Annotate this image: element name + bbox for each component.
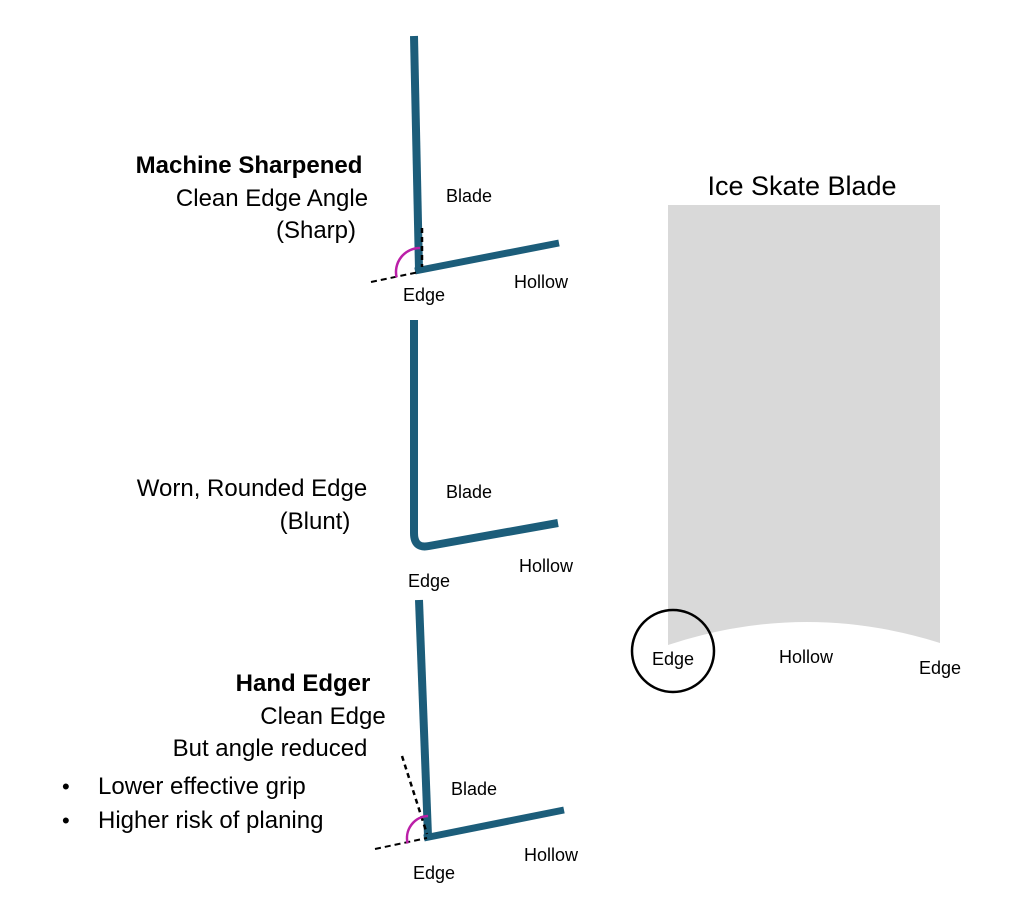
skate-hollow-label: Hollow: [778, 647, 834, 667]
hand-bullet-1-text: Lower effective grip: [98, 773, 306, 800]
machine-hollow-extension-dash: [370, 271, 420, 283]
hand-bullet-1: • Lower effective grip: [62, 772, 306, 802]
machine-blade-line: [410, 35, 423, 271]
worn-hollow-label: Hollow: [518, 556, 574, 576]
bullet-icon: •: [62, 774, 70, 799]
worn-note: (Blunt): [279, 508, 351, 535]
hand-hollow-extension-dash: [374, 837, 428, 850]
hand-note: But angle reduced: [172, 735, 368, 762]
hand-blade-line: [415, 599, 432, 837]
worn-edge-label: Edge: [407, 571, 451, 591]
hand-title: Hand Edger: [235, 670, 371, 697]
machine-subtitle: Clean Edge Angle: [175, 185, 369, 212]
machine-note: (Sharp): [275, 217, 357, 244]
hand-hollow-line: [423, 806, 565, 842]
hand-blade-label: Blade: [450, 779, 498, 799]
hand-subtitle: Clean Edge: [260, 703, 386, 730]
machine-hollow-label: Hollow: [513, 272, 569, 292]
hand-edge-label: Edge: [412, 863, 456, 883]
machine-title: Machine Sharpened: [135, 152, 363, 179]
bullet-icon: •: [62, 808, 70, 833]
skate-edge-right-label: Edge: [918, 658, 962, 678]
worn-title: Worn, Rounded Edge: [136, 475, 368, 502]
worn-blade-rounded-line: [410, 320, 559, 551]
hand-angle-arc: [405, 814, 429, 844]
skate-blade-shape: [668, 205, 940, 645]
machine-blade-label: Blade: [445, 186, 493, 206]
hand-bullet-2-text: Higher risk of planing: [98, 807, 324, 834]
hand-bullet-2: • Higher risk of planing: [62, 806, 323, 836]
worn-blade-label: Blade: [445, 482, 493, 502]
machine-hollow-line: [414, 239, 560, 275]
skate-profile-title: Ice Skate Blade: [707, 171, 897, 201]
skate-edge-left-label: Edge: [651, 649, 695, 669]
machine-edge-label: Edge: [402, 285, 446, 305]
hand-original-angle-dash: [400, 755, 429, 835]
edge-magnifier-circle: [630, 608, 716, 694]
machine-angle-arc: [394, 246, 421, 278]
hand-hollow-label: Hollow: [523, 845, 579, 865]
